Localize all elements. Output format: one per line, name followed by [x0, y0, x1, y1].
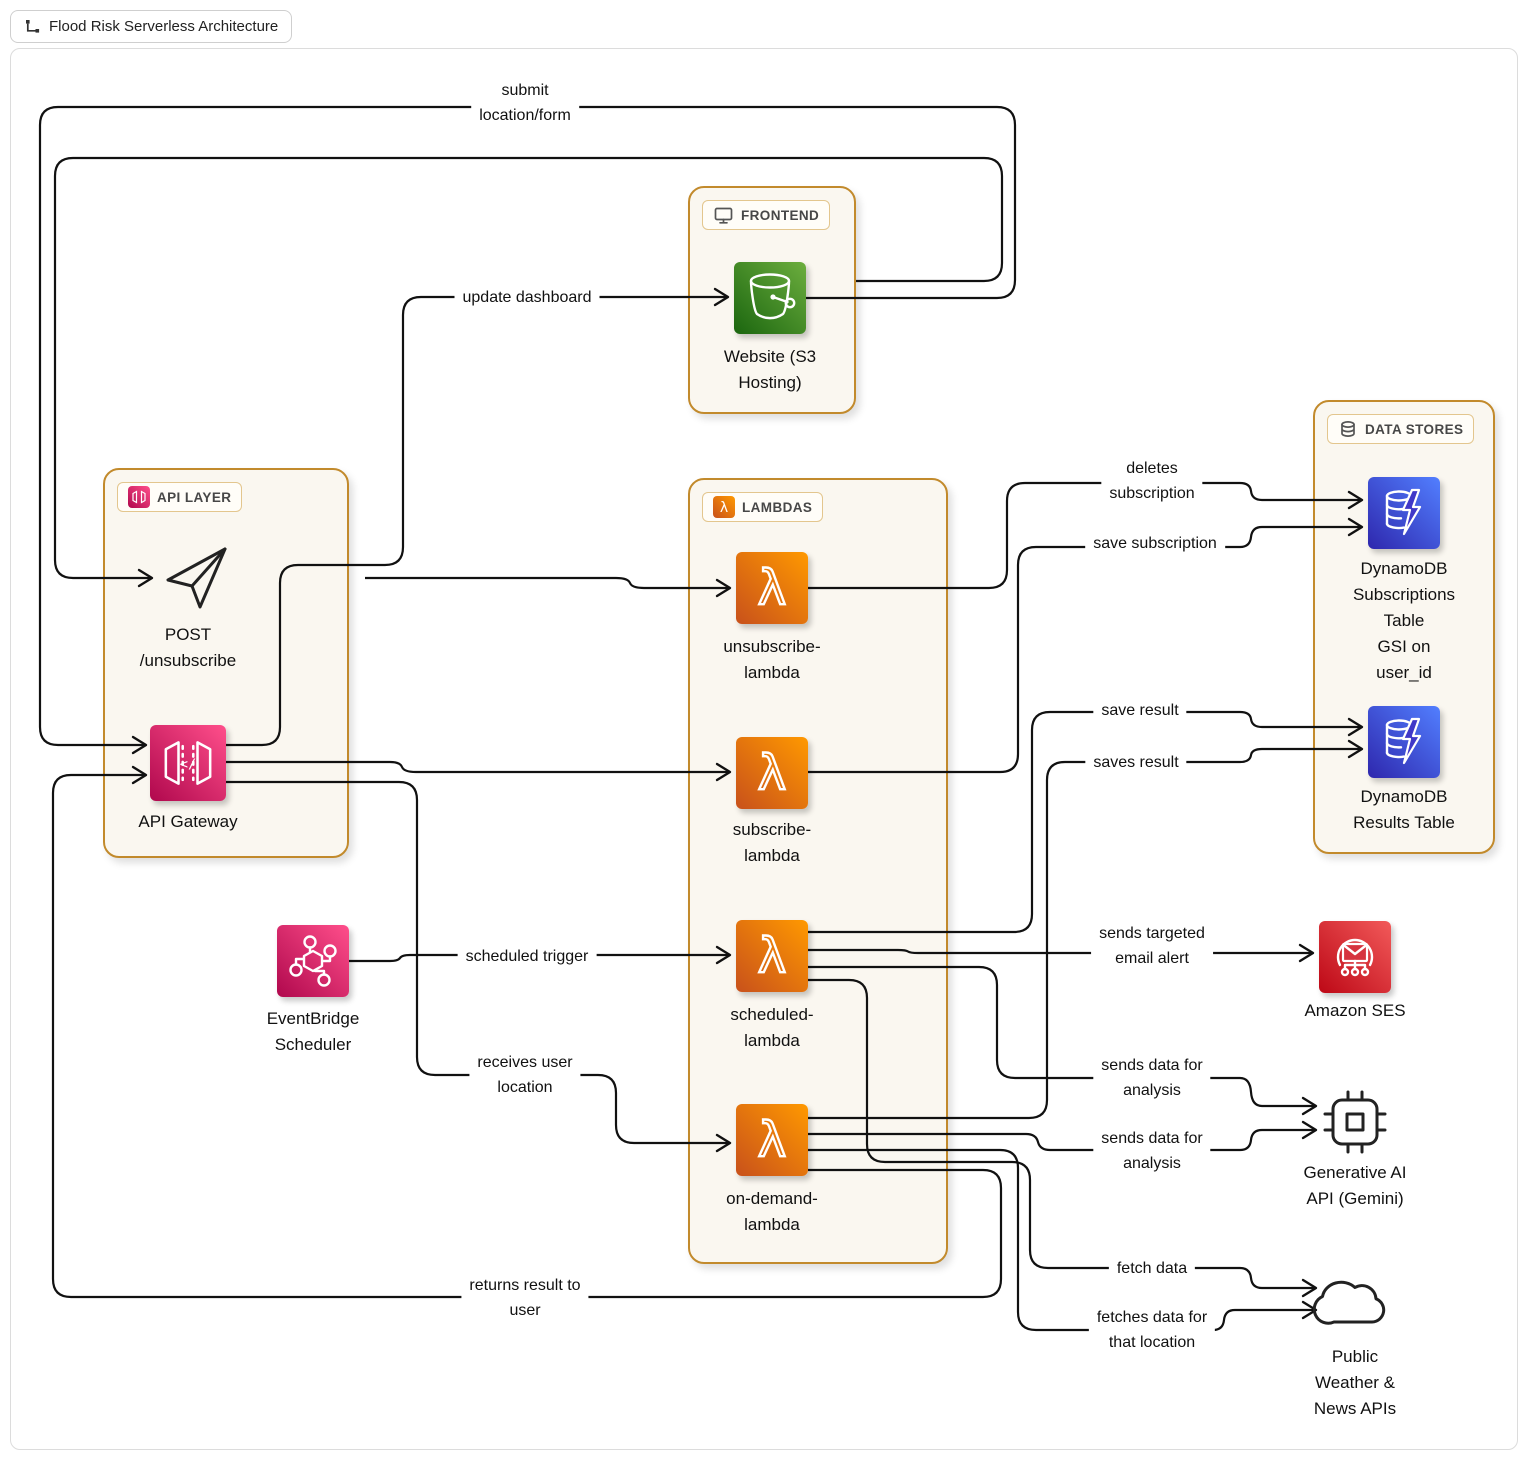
- edge-label-returns-result: returns result to user: [461, 1273, 589, 1323]
- ai-chip-icon[interactable]: [1317, 1084, 1393, 1160]
- edge-label-save-result: save result: [1093, 698, 1187, 723]
- edge-save-subscription: [808, 517, 1364, 774]
- s3-bucket-icon[interactable]: [734, 262, 806, 334]
- edge-label-fetches-data-location: fetches data for that location: [1088, 1305, 1216, 1355]
- api-gateway-mini-icon: [128, 486, 150, 508]
- node-label-subscribe-lambda: subscribe- lambda: [732, 820, 812, 865]
- edge-label-sends-email: sends targeted email alert: [1091, 921, 1213, 971]
- edge-save-result: [808, 710, 1364, 934]
- svg-text:λ: λ: [758, 1112, 786, 1168]
- group-api-layer-badge: API LAYER: [117, 482, 243, 512]
- node-label-dynamodb-results: DynamoDB Results Table: [1353, 787, 1455, 832]
- svg-text:λ: λ: [758, 745, 786, 801]
- edge-deletes-subscription: [808, 481, 1364, 590]
- edge-sends-data-2: [808, 1120, 1318, 1152]
- svg-text:λ: λ: [720, 500, 728, 516]
- edge-fetch-data: [808, 978, 1318, 1298]
- database-icon: [1341, 421, 1355, 437]
- node-label-amazon-ses: Amazon SES: [1304, 1001, 1406, 1020]
- group-api-layer: API LAYER: [103, 468, 349, 858]
- edge-post-to-unsubscribe: [365, 576, 732, 598]
- edge-saves-result: [808, 739, 1364, 1120]
- group-api-layer-label: API LAYER: [157, 489, 232, 505]
- node-label-post-unsubscribe: POST /unsubscribe: [139, 625, 237, 670]
- edge-label-submit-location: submit location/form: [471, 78, 579, 128]
- node-label-unsubscribe-lambda: unsubscribe- lambda: [723, 637, 821, 682]
- edge-update-dashboard: [226, 287, 730, 747]
- svg-text:</: </: [180, 756, 197, 772]
- group-lambdas-badge: λ LAMBDAS: [702, 492, 824, 522]
- edge-gw-to-subscribe: [226, 760, 732, 782]
- edge-sends-email: [808, 943, 1315, 963]
- send-paper-plane-icon[interactable]: [159, 540, 235, 616]
- edge-label-scheduled-trigger: scheduled trigger: [457, 944, 597, 969]
- group-lambdas: λ LAMBDAS: [688, 478, 948, 1264]
- node-label-eventbridge: EventBridge Scheduler: [266, 1009, 360, 1054]
- node-label-scheduled-lambda: scheduled- lambda: [730, 1005, 814, 1050]
- edge-scheduled-trigger: [349, 945, 732, 965]
- edge-label-update-dashboard: update dashboard: [454, 285, 600, 310]
- group-data-stores: DATA STORES: [1313, 400, 1495, 854]
- node-label-website: Website (S3 Hosting): [723, 347, 817, 392]
- group-lambdas-label: LAMBDAS: [742, 499, 813, 515]
- node-label-dynamodb-subscriptions: DynamoDB Subscriptions Table GSI on user…: [1352, 559, 1456, 682]
- node-label-weather-apis: Public Weather & News APIs: [1313, 1347, 1397, 1418]
- edge-label-sends-data-2: sends data for analysis: [1093, 1126, 1211, 1176]
- eventbridge-scheduler-icon[interactable]: [277, 925, 349, 997]
- cloud-icon[interactable]: [1312, 1270, 1397, 1332]
- edge-label-sends-data-1: sends data for analysis: [1093, 1053, 1211, 1103]
- lambda-mini-icon: λ: [713, 496, 735, 518]
- edge-fetches-data-location: [808, 1148, 1318, 1332]
- monitor-icon: [714, 207, 733, 224]
- subscribe-lambda-icon[interactable]: λ: [736, 737, 808, 809]
- edge-label-save-subscription: save subscription: [1085, 531, 1225, 556]
- flow-connector-icon: [26, 20, 40, 33]
- scheduled-lambda-icon[interactable]: λ: [736, 920, 808, 992]
- edge-label-deletes-subscription: deletes subscription: [1101, 456, 1203, 506]
- api-gateway-icon[interactable]: </: [150, 725, 226, 801]
- group-frontend-label: FRONTEND: [741, 207, 820, 223]
- diagram-title-chip: Flood Risk Serverless Architecture: [10, 10, 293, 43]
- on-demand-lambda-icon[interactable]: λ: [736, 1104, 808, 1176]
- dynamodb-results-icon[interactable]: [1368, 706, 1440, 778]
- group-data-stores-badge: DATA STORES: [1327, 414, 1475, 444]
- edge-label-saves-result: saves result: [1085, 750, 1187, 775]
- svg-text:λ: λ: [758, 560, 786, 616]
- node-label-on-demand-lambda: on-demand- lambda: [726, 1189, 818, 1234]
- group-frontend-badge: FRONTEND: [702, 200, 831, 230]
- dynamodb-subscriptions-icon[interactable]: [1368, 477, 1440, 549]
- unsubscribe-lambda-icon[interactable]: λ: [736, 552, 808, 624]
- edge-returns-result: [51, 765, 1003, 1299]
- amazon-ses-icon[interactable]: [1319, 921, 1391, 993]
- node-label-generative-ai: Generative AI API (Gemini): [1303, 1163, 1407, 1208]
- node-label-api-gateway: API Gateway: [138, 812, 238, 831]
- edge-sends-data-1: [808, 965, 1318, 1116]
- diagram-title: Flood Risk Serverless Architecture: [49, 18, 279, 35]
- edge-website-to-post: [53, 156, 1004, 588]
- edge-label-fetch-data: fetch data: [1108, 1256, 1196, 1281]
- group-data-stores-label: DATA STORES: [1365, 421, 1464, 437]
- edge-label-receives-user-location: receives user location: [469, 1050, 581, 1100]
- svg-text:λ: λ: [758, 928, 786, 984]
